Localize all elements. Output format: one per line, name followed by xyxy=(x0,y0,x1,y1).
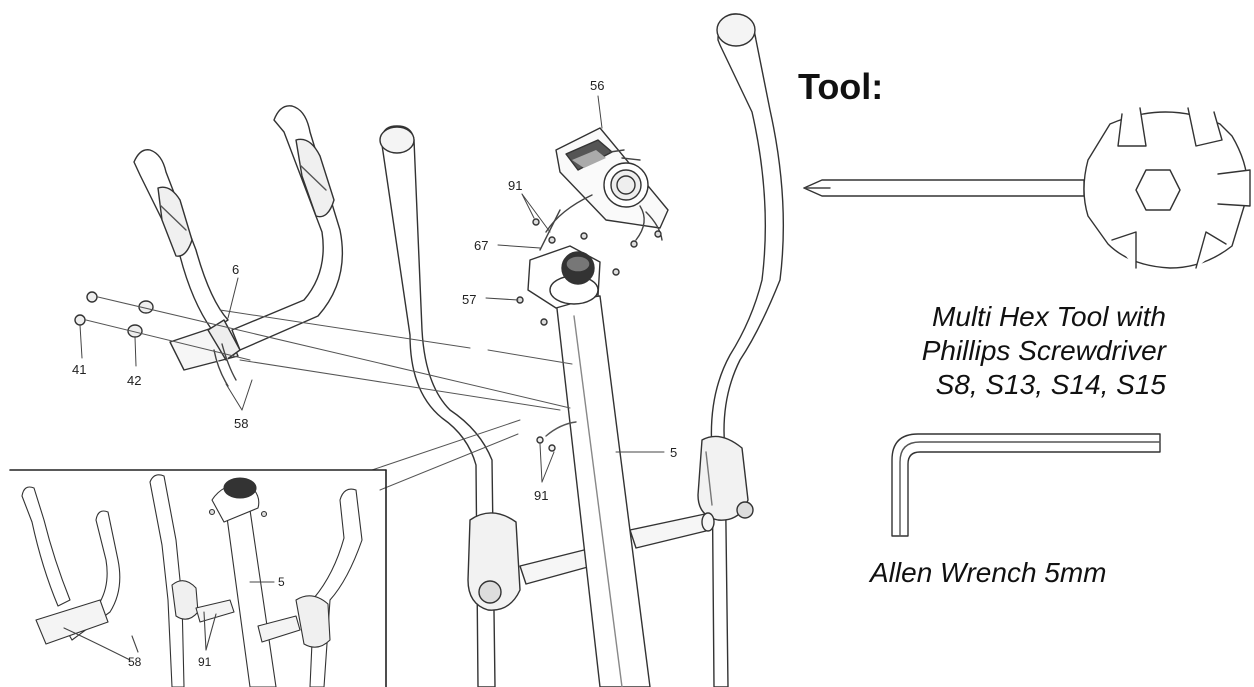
callout-6: 6 xyxy=(232,262,239,277)
callout-labels: 56 91 67 57 6 41 42 58 5 91 5 58 91 xyxy=(72,78,677,669)
callout-58: 58 xyxy=(234,416,248,431)
multi-hex-caption-line1: Multi Hex Tool with xyxy=(932,301,1166,332)
callout-91-upper: 91 xyxy=(508,178,522,193)
screws xyxy=(516,218,662,326)
callout-57: 57 xyxy=(462,292,476,307)
multi-hex-caption-line3: S8, S13, S14, S15 xyxy=(935,369,1166,400)
handlebar xyxy=(133,105,344,387)
main-mast xyxy=(555,295,651,687)
callout-5: 5 xyxy=(670,445,677,460)
inset-callout-58: 58 xyxy=(128,655,142,669)
leader-lines xyxy=(79,95,665,483)
inset-callout-5: 5 xyxy=(278,575,285,589)
inset-assembly xyxy=(21,474,363,687)
multi-hex-caption-line2: Phillips Screwdriver xyxy=(921,335,1166,366)
inset-frame xyxy=(9,469,387,687)
allen-wrench xyxy=(891,433,1161,537)
lower-screws-91 xyxy=(536,421,577,452)
multi-hex-tool-caption: Multi Hex Tool with Phillips Screwdriver… xyxy=(840,300,1166,402)
tool-heading: Tool: xyxy=(798,66,884,107)
console xyxy=(555,127,669,229)
callout-67: 67 xyxy=(474,238,488,253)
inset-callout-91: 91 xyxy=(198,655,212,669)
allen-wrench-caption: Allen Wrench 5mm xyxy=(870,557,1107,588)
callout-56: 56 xyxy=(590,78,604,93)
console-wires xyxy=(539,194,663,251)
callout-91-lower: 91 xyxy=(534,488,548,503)
tension-knob xyxy=(527,245,601,309)
assembly-guides xyxy=(85,296,573,491)
left-pole xyxy=(379,125,521,687)
bolt-washer-set xyxy=(74,291,154,338)
callout-41: 41 xyxy=(72,362,86,377)
right-pole xyxy=(697,13,785,687)
callout-42: 42 xyxy=(127,373,141,388)
multi-hex-tool xyxy=(803,107,1251,269)
